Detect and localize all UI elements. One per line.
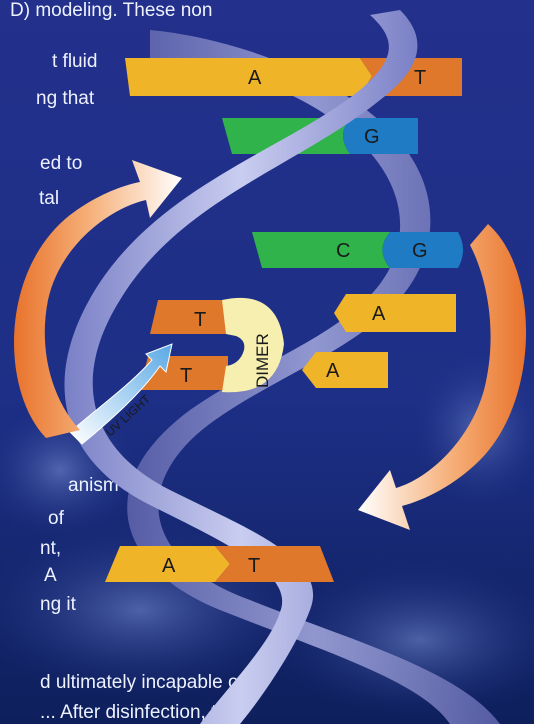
dimer-bond [222, 297, 284, 393]
dimer-base-2: T [180, 365, 192, 387]
base-pair-3: C G [252, 232, 463, 268]
left-curved-arrow [14, 160, 182, 438]
base-pair-4-left: A [162, 555, 176, 577]
text-line-5: tal [39, 188, 60, 209]
unpaired-base-2-label: A [326, 360, 340, 382]
text-line-12: ... After disinfection, the [40, 702, 238, 723]
text-line-1: D) modeling. These non [10, 0, 213, 21]
unpaired-base-1-label: A [372, 303, 386, 325]
text-line-11: d ultimately incapable of [40, 672, 244, 693]
text-line-8: nt, [40, 538, 62, 559]
text-line-10: ng it [40, 594, 76, 615]
text-line-3: ng that [36, 88, 95, 109]
base-pair-4: A T [105, 546, 334, 582]
base-pair-3-left: C [336, 240, 350, 262]
text-line-9: A [44, 565, 57, 586]
base-pair-2-right: G [364, 126, 380, 148]
right-curved-arrow [358, 224, 527, 530]
base-pair-1-left: A [248, 67, 262, 89]
text-line-4: ed to [40, 153, 83, 174]
thymine-dimer: T T DIMER [140, 297, 284, 393]
text-line-7: of [48, 508, 64, 529]
backbone-strand-front [64, 10, 418, 724]
unpaired-base-1: A [334, 294, 456, 332]
backbone-strand-back [127, 30, 501, 724]
dimer-label: DIMER [253, 333, 272, 388]
dimer-base-1: T [194, 309, 206, 331]
text-line-6: anism [68, 475, 119, 496]
base-pair-1-right: T [414, 67, 426, 89]
base-pair-4-right: T [248, 555, 260, 577]
unpaired-base-2: A [302, 352, 388, 388]
text-line-2: t fluid [52, 51, 98, 72]
base-pair-3-right: G [412, 240, 428, 262]
